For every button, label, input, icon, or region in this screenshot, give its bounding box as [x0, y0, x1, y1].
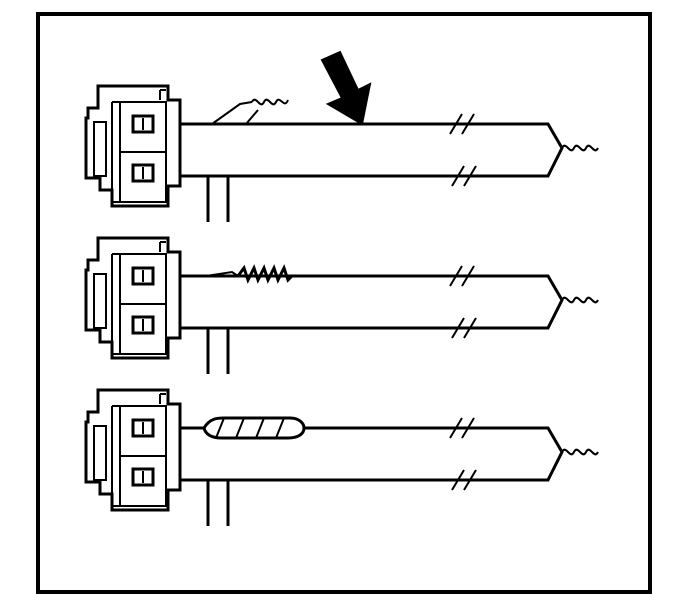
shielded-cable: [178, 264, 600, 376]
twisted-wire: [205, 270, 239, 277]
connector-icon: [84, 84, 182, 208]
shielded-cable: [178, 112, 600, 224]
pigtail-twist: [251, 98, 289, 106]
connector-icon: [84, 236, 182, 360]
lifted-pigtail: [211, 101, 253, 125]
arrow-down-left-icon: [320, 50, 372, 126]
panel-2: [84, 236, 600, 376]
panel-1: [84, 84, 600, 224]
panel-3: [84, 388, 600, 528]
connector-icon: [84, 388, 182, 512]
frame-border: [36, 12, 652, 594]
